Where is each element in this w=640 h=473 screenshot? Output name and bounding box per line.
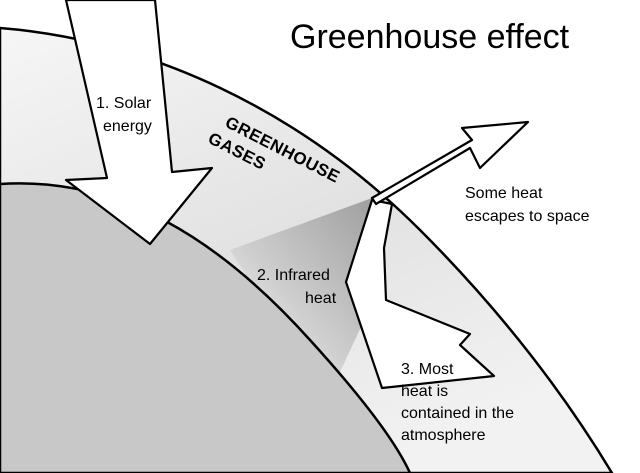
escape-arrow <box>370 120 530 206</box>
solar-label-line-1: 1. Solar <box>96 95 152 112</box>
infrared-heat-arrow <box>344 198 496 390</box>
contained-label-line-2: heat is <box>401 383 448 400</box>
trapped-heat-shading <box>230 198 382 372</box>
diagram-title: Greenhouse effect <box>290 18 570 56</box>
escape-label-line-1: Some heat <box>465 185 543 202</box>
contained-label-line-1: 3. Most <box>401 361 454 378</box>
solar-label-line-2: energy <box>103 118 152 135</box>
contained-label-line-3: contained in the <box>401 405 514 422</box>
contained-label-line-4: atmosphere <box>401 427 486 444</box>
solar-energy-arrow <box>64 0 214 246</box>
infrared-label-line-1: 2. Infrared <box>257 267 330 284</box>
escape-label-line-2: escapes to space <box>465 208 590 225</box>
infrared-label-line-2: heat <box>305 290 337 307</box>
